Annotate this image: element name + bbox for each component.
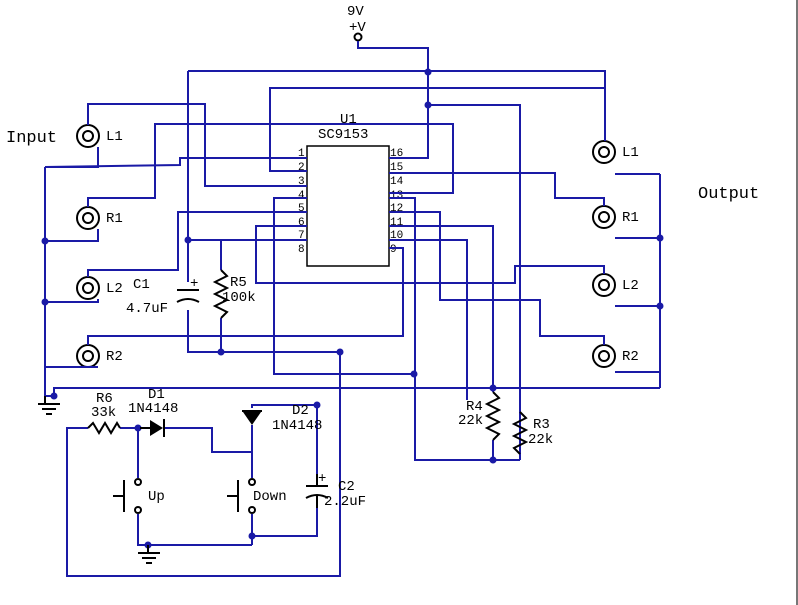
ic-pin-11: 11 [390,217,404,229]
input-jack-l1-label: L1 [106,129,123,145]
pushbutton-up[interactable]: Up [113,478,165,514]
ic-body [306,145,390,267]
ic-pin-15: 15 [390,162,403,174]
output-jack-r1: R1 [592,205,639,229]
r4-ref: R4 [466,399,483,415]
ic-pin-3: 3 [298,176,305,188]
capacitor-c2: + C2 2.2uF [305,471,366,510]
r6-value: 33k [91,405,116,421]
junction-dots [41,68,664,549]
ic-pin-2: 2 [298,162,305,174]
output-jack-l1-label: L1 [622,145,639,161]
r3-ref: R3 [533,417,550,433]
ground-symbol-left [38,396,60,415]
output-jack-r1-label: R1 [622,210,639,226]
diode-d1: D1 1N4148 [128,387,178,437]
input-jack-l1: L1 [76,124,123,148]
input-label: Input [6,129,57,148]
c1-plus: + [190,276,198,292]
r3-value: 22k [528,432,553,448]
supply-voltage-label: 9V [347,4,364,20]
resistor-r4: R4 22k [458,391,502,441]
output-jack-l1: L1 [592,140,639,164]
output-jack-r2-label: R2 [622,349,639,365]
d1-value: 1N4148 [128,401,178,417]
c2-plus: + [318,471,326,487]
ic-pin-14: 14 [390,176,404,188]
supply-terminal [353,32,363,42]
ground-symbol-bottom [138,545,160,564]
capacitor-c1: + C1 4.7uF [126,276,200,317]
r5-value: 100k [222,290,256,306]
up-button-label: Up [148,489,165,505]
ic-pin-1: 1 [298,148,305,160]
c2-value: 2.2uF [324,494,366,510]
c1-value: 4.7uF [126,301,168,317]
diode-d2: D2 1N4148 [242,403,322,434]
supply-plus-label: +V [349,20,366,36]
resistor-r5: R5 100k [212,269,256,319]
c2-ref: C2 [338,479,355,495]
ic-pin-13: 13 [390,190,403,202]
ic-pin-7: 7 [298,230,305,242]
wire-supply [357,41,429,72]
down-button-label: Down [253,489,287,505]
input-jack-r1: R1 [76,206,123,230]
ic-pin-6: 6 [298,217,305,229]
output-jack-l2: L2 [592,273,639,297]
r4-value: 22k [458,413,483,429]
output-jack-l2-label: L2 [622,278,639,294]
d2-ref: D2 [292,403,309,419]
input-jack-r1-label: R1 [106,211,123,227]
ic-pin-4: 4 [298,190,305,202]
ic-pin-12: 12 [390,203,403,215]
ic-pin-9: 9 [390,244,397,256]
r5-ref: R5 [230,275,247,291]
wires [44,48,661,577]
input-jack-l2: L2 [76,276,123,300]
ic-pin-5: 5 [298,203,305,215]
input-jack-l2-label: L2 [106,281,123,297]
output-jack-r2: R2 [592,344,639,368]
pushbutton-down[interactable]: Down [227,478,287,514]
r6-ref: R6 [96,391,113,407]
resistor-r6: R6 33k [87,391,121,435]
ic-left-pins: 1 2 3 4 5 6 7 8 [298,148,305,256]
d2-value: 1N4148 [272,418,322,434]
input-jack-r2-label: R2 [106,349,123,365]
ic-pin-8: 8 [298,244,305,256]
resistor-r3: R3 22k [511,411,553,455]
ic-ref-label: U1 [340,112,357,128]
d1-ref: D1 [148,387,165,403]
output-label: Output [698,185,759,204]
c1-ref: C1 [133,277,150,293]
ic-part-label: SC9153 [318,127,368,143]
input-jack-r2: R2 [76,344,123,368]
